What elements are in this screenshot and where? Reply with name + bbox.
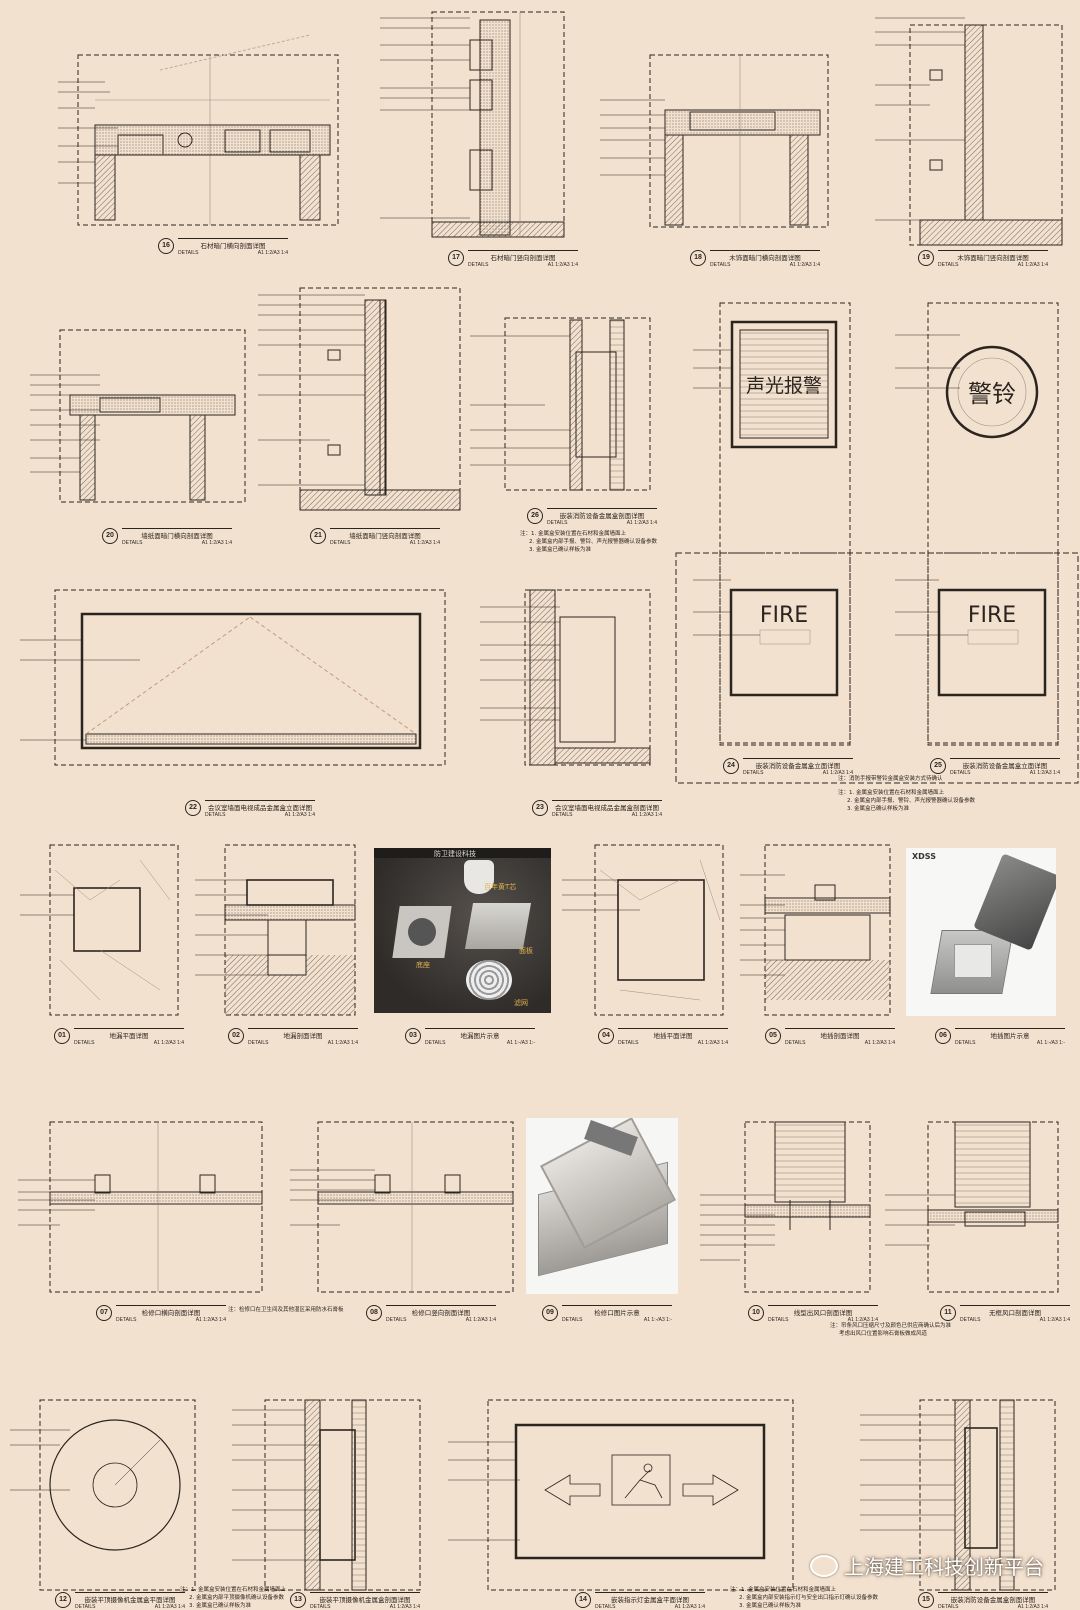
base-label: 底座 [416, 961, 430, 969]
detail-12-drawing [39, 1399, 196, 1591]
detail-15-drawing [919, 1399, 1056, 1591]
leader-lines [10, 17, 968, 1561]
detail-22-drawing [54, 589, 446, 766]
note-13: 注：1. 金属盒安装位置在石材和金属墙面上 2. 金属盒内部平顶摄像机确认设备参… [180, 1587, 286, 1609]
detail-11-drawing [927, 1121, 1059, 1293]
detail-01-drawing [49, 844, 179, 1016]
detail-07-drawing [49, 1121, 263, 1293]
t-core-label: 百年黄T芯 [484, 883, 517, 891]
access-panel-photo [526, 1118, 678, 1294]
detail-alarm-elevation [719, 302, 851, 744]
detail-17-drawing [431, 11, 565, 238]
detail-14-drawing [487, 1399, 794, 1591]
detail-13-drawing [264, 1399, 421, 1591]
note-25a: 注：消防手报带警铃金属盒安装方式待确认 [838, 776, 943, 782]
alarm-sign-text: 声光报警 [746, 375, 822, 397]
note-26: 注：1. 金属盒安装位置在石材和金属墙面上 2. 金属盒内部手报、警铃、声光报警… [520, 531, 657, 553]
detail-24-drawing [719, 552, 851, 746]
cover-label: 面板 [519, 947, 533, 955]
filter-label: 滤网 [514, 999, 528, 1007]
detail-16-drawing [77, 34, 339, 226]
floor-drain-photo: 防卫建设科技 百年黄T芯 底座 面板 滤网 [374, 848, 551, 1013]
note-07: 注：检修口在卫生间及其他湿区采用防水石膏板 [228, 1307, 344, 1313]
note-14: 注：1. 金属盒安装位置在石材和金属墙面上 2. 金属盒内部安装指示灯与安全出口… [730, 1587, 878, 1609]
fire-sign-2: FIRE [968, 603, 1016, 628]
detail-02-drawing [224, 844, 356, 1016]
note-10: 注：帘条风口压缩尺寸及颜色已供应商确认后为准 考虑出风口位置影响石膏板做成风道 [830, 1323, 952, 1337]
detail-04-drawing [594, 844, 724, 1016]
watermark-text: 上海建工科技创新平台 [844, 1555, 1044, 1579]
detail-05-drawing [764, 844, 891, 1016]
bell-sign-text: 警铃 [968, 380, 1016, 408]
detail-26-drawing [504, 317, 651, 491]
t-core-part [464, 860, 494, 894]
brand-label: XDSS [912, 852, 936, 861]
photo-banner-text: 防卫建设科技 [434, 850, 476, 858]
detail-bell-elevation [927, 302, 1059, 744]
detail-10-drawing [744, 1121, 871, 1293]
detail-group-frame [675, 552, 1079, 784]
filter-part [466, 960, 512, 1000]
note-25b: 注：1. 金属盒安装位置在石材和金属墙面上 2. 金属盒内部手报、警铃、声光报警… [838, 790, 975, 812]
detail-18-drawing [649, 54, 829, 228]
detail-19-drawing [909, 24, 1063, 246]
watermark: 上海建工科技创新平台 [810, 1551, 1044, 1580]
detail-21-drawing [299, 287, 461, 511]
wechat-icon [810, 1554, 838, 1577]
floor-socket-photo: XDSS [906, 848, 1056, 1016]
cover-part [464, 903, 532, 949]
detail-25-drawing [927, 552, 1059, 746]
detail-08-drawing [317, 1121, 514, 1293]
fire-sign-1: FIRE [760, 603, 808, 628]
detail-23-drawing [524, 589, 651, 766]
detail-20-drawing [59, 329, 246, 503]
